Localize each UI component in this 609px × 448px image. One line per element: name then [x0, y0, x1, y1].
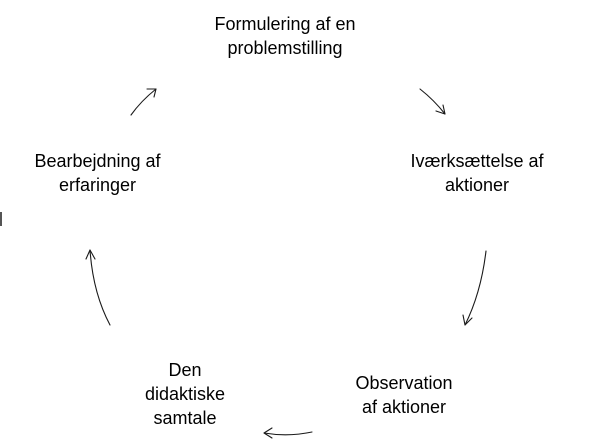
node-iværksættelse: Iværksættelse af aktioner — [388, 149, 566, 197]
arrow-bearbejdning-to-formulering — [130, 88, 157, 116]
node-samtale: Den didaktiske samtale — [110, 358, 260, 430]
arrow-formulering-to-iværksættelse — [419, 88, 446, 115]
node-formulering-line-1: Formulering af en — [214, 14, 356, 34]
node-bearbejdning: Bearbejdning af erfaringer — [10, 149, 185, 197]
node-observation-line-2: af aktioner — [361, 397, 447, 417]
node-samtale-line-2: didaktiske — [144, 384, 226, 404]
arrow-iværksættelse-to-observation — [462, 250, 487, 326]
node-iværksættelse-line-2: aktioner — [444, 175, 510, 195]
node-bearbejdning-line-2: erfaringer — [58, 175, 137, 195]
arrow-samtale-to-bearbejdning — [85, 249, 111, 326]
node-samtale-line-1: Den — [168, 360, 202, 380]
node-observation: Observation af aktioner — [335, 371, 473, 419]
left-edge-mark — [0, 212, 2, 226]
node-samtale-line-3: samtale — [153, 408, 217, 428]
node-observation-line-1: Observation — [355, 373, 453, 393]
node-formulering: Formulering af en problemstilling — [190, 12, 380, 60]
node-iværksættelse-line-1: Iværksættelse af — [410, 151, 544, 171]
node-bearbejdning-line-1: Bearbejdning af — [34, 151, 161, 171]
node-formulering-line-2: problemstilling — [227, 38, 343, 58]
arrow-observation-to-samtale — [263, 427, 313, 439]
